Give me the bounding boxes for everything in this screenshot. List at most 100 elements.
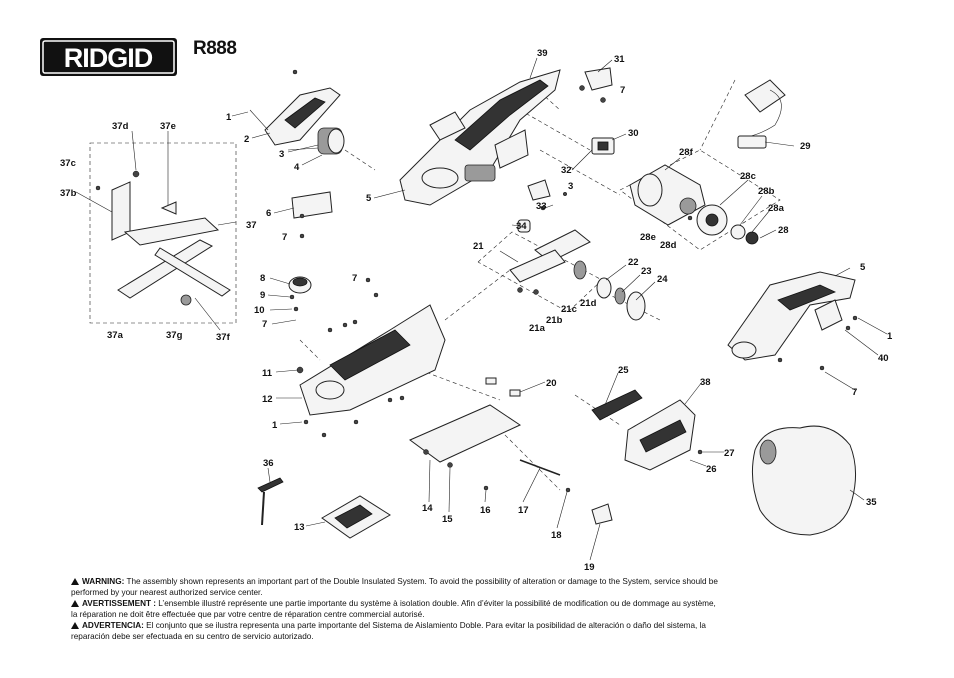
label-10: 10: [254, 305, 265, 316]
switch: [591, 137, 615, 155]
warning-es: ADVERTENCIA: El conjunto que se ilustra …: [71, 621, 721, 642]
label-3: 3: [279, 149, 284, 160]
label-21: 21: [473, 241, 484, 252]
accessory-box-37: [89, 142, 237, 324]
label-7: 7: [620, 85, 625, 96]
warning-heading: AVERTISSEMENT :: [82, 599, 156, 608]
label-1: 1: [226, 112, 232, 123]
label-1-c: 1: [272, 420, 278, 431]
label-37e: 37e: [160, 121, 176, 132]
label-35: 35: [866, 497, 877, 508]
svg-text:RIDGID: RIDGID: [64, 43, 153, 73]
label-8: 8: [260, 273, 265, 284]
label-7-b: 7: [282, 232, 287, 243]
label-22: 22: [628, 257, 639, 268]
label-21d: 21d: [580, 298, 597, 309]
label-37d: 37d: [112, 121, 129, 132]
depth-knob: [288, 276, 312, 312]
label-19: 19: [584, 562, 595, 573]
label-37b: 37b: [60, 188, 77, 199]
warning-fr: AVERTISSEMENT : L’ensemble illustré repr…: [71, 599, 721, 620]
label-7-e: 7: [852, 387, 857, 398]
label-28d: 28d: [660, 240, 677, 251]
label-24: 24: [657, 274, 668, 285]
warning-text: El conjunto que se ilustra representa un…: [71, 621, 706, 641]
model-number: R888: [193, 38, 237, 59]
label-6: 6: [266, 208, 271, 219]
label-32: 32: [561, 165, 572, 176]
label-37a: 37a: [107, 330, 124, 341]
label-36: 36: [263, 458, 274, 469]
motor-assembly: [629, 164, 759, 245]
label-37: 37: [246, 220, 257, 231]
label-17: 17: [518, 505, 529, 516]
label-5-b: 5: [860, 262, 866, 273]
cutterhead-assembly: [509, 219, 646, 321]
label-23: 23: [641, 266, 652, 277]
warning-text: The assembly shown represents an importa…: [71, 577, 718, 597]
warning-triangle-icon: [71, 622, 79, 629]
label-40: 40: [878, 353, 889, 364]
label-28e: 28e: [640, 232, 656, 243]
edge-guide: [95, 170, 231, 306]
label-26: 26: [706, 464, 717, 475]
label-21c: 21c: [561, 304, 577, 315]
name-plate: [291, 191, 333, 239]
label-16: 16: [480, 505, 491, 516]
label-33: 33: [536, 201, 547, 212]
belt-cover: [624, 399, 703, 471]
warnings-block: WARNING: The assembly shown represents a…: [71, 577, 721, 643]
main-housing: [399, 69, 561, 206]
label-30: 30: [628, 128, 639, 139]
planer-base-housing: [296, 304, 446, 425]
warning-heading: WARNING:: [82, 577, 125, 586]
label-37c: 37c: [60, 158, 76, 169]
switch-bracket: [579, 67, 613, 103]
ridgid-logo: RIDGID: [40, 38, 180, 83]
motor-housing-half: [249, 87, 345, 155]
blade-gauge: [321, 495, 391, 539]
label-28f: 28f: [679, 147, 694, 158]
label-21b: 21b: [546, 315, 563, 326]
label-21a: 21a: [529, 323, 546, 334]
label-11: 11: [262, 368, 273, 379]
warning-triangle-icon: [71, 600, 79, 607]
warning-text: L’ensemble illustré représente une parti…: [71, 599, 716, 619]
guide-pin: [519, 459, 613, 525]
label-15: 15: [442, 514, 453, 525]
label-5: 5: [366, 193, 372, 204]
label-31: 31: [614, 54, 625, 65]
hex-key: [257, 477, 284, 526]
label-4: 4: [294, 162, 300, 173]
rear-shoe: [409, 377, 522, 491]
label-28c: 28c: [740, 171, 756, 182]
label-25: 25: [618, 365, 629, 376]
brush-assembly: [737, 79, 786, 149]
label-28: 28: [778, 225, 789, 236]
label-37f: 37f: [216, 332, 231, 343]
label-7-d: 7: [352, 273, 357, 284]
label-38: 38: [700, 377, 711, 388]
label-20: 20: [546, 378, 557, 389]
lock-button: [527, 179, 568, 211]
warning-triangle-icon: [71, 578, 79, 585]
label-29: 29: [800, 141, 811, 152]
label-13: 13: [294, 522, 305, 533]
label-18: 18: [551, 530, 562, 541]
label-2: 2: [244, 134, 249, 145]
label-9: 9: [260, 290, 265, 301]
label-7-c: 7: [262, 319, 267, 330]
label-12: 12: [262, 394, 273, 405]
label-28a: 28a: [768, 203, 785, 214]
label-27: 27: [724, 448, 735, 459]
label-14: 14: [422, 503, 433, 514]
rear-handle-assembly: [727, 271, 858, 371]
label-37g: 37g: [166, 330, 183, 341]
warning-heading: ADVERTENCIA:: [82, 621, 144, 630]
label-3-b: 3: [568, 181, 573, 192]
label-34: 34: [516, 221, 527, 232]
drive-belt: [591, 389, 643, 421]
label-1-b: 1: [887, 331, 893, 342]
label-39: 39: [537, 48, 548, 59]
